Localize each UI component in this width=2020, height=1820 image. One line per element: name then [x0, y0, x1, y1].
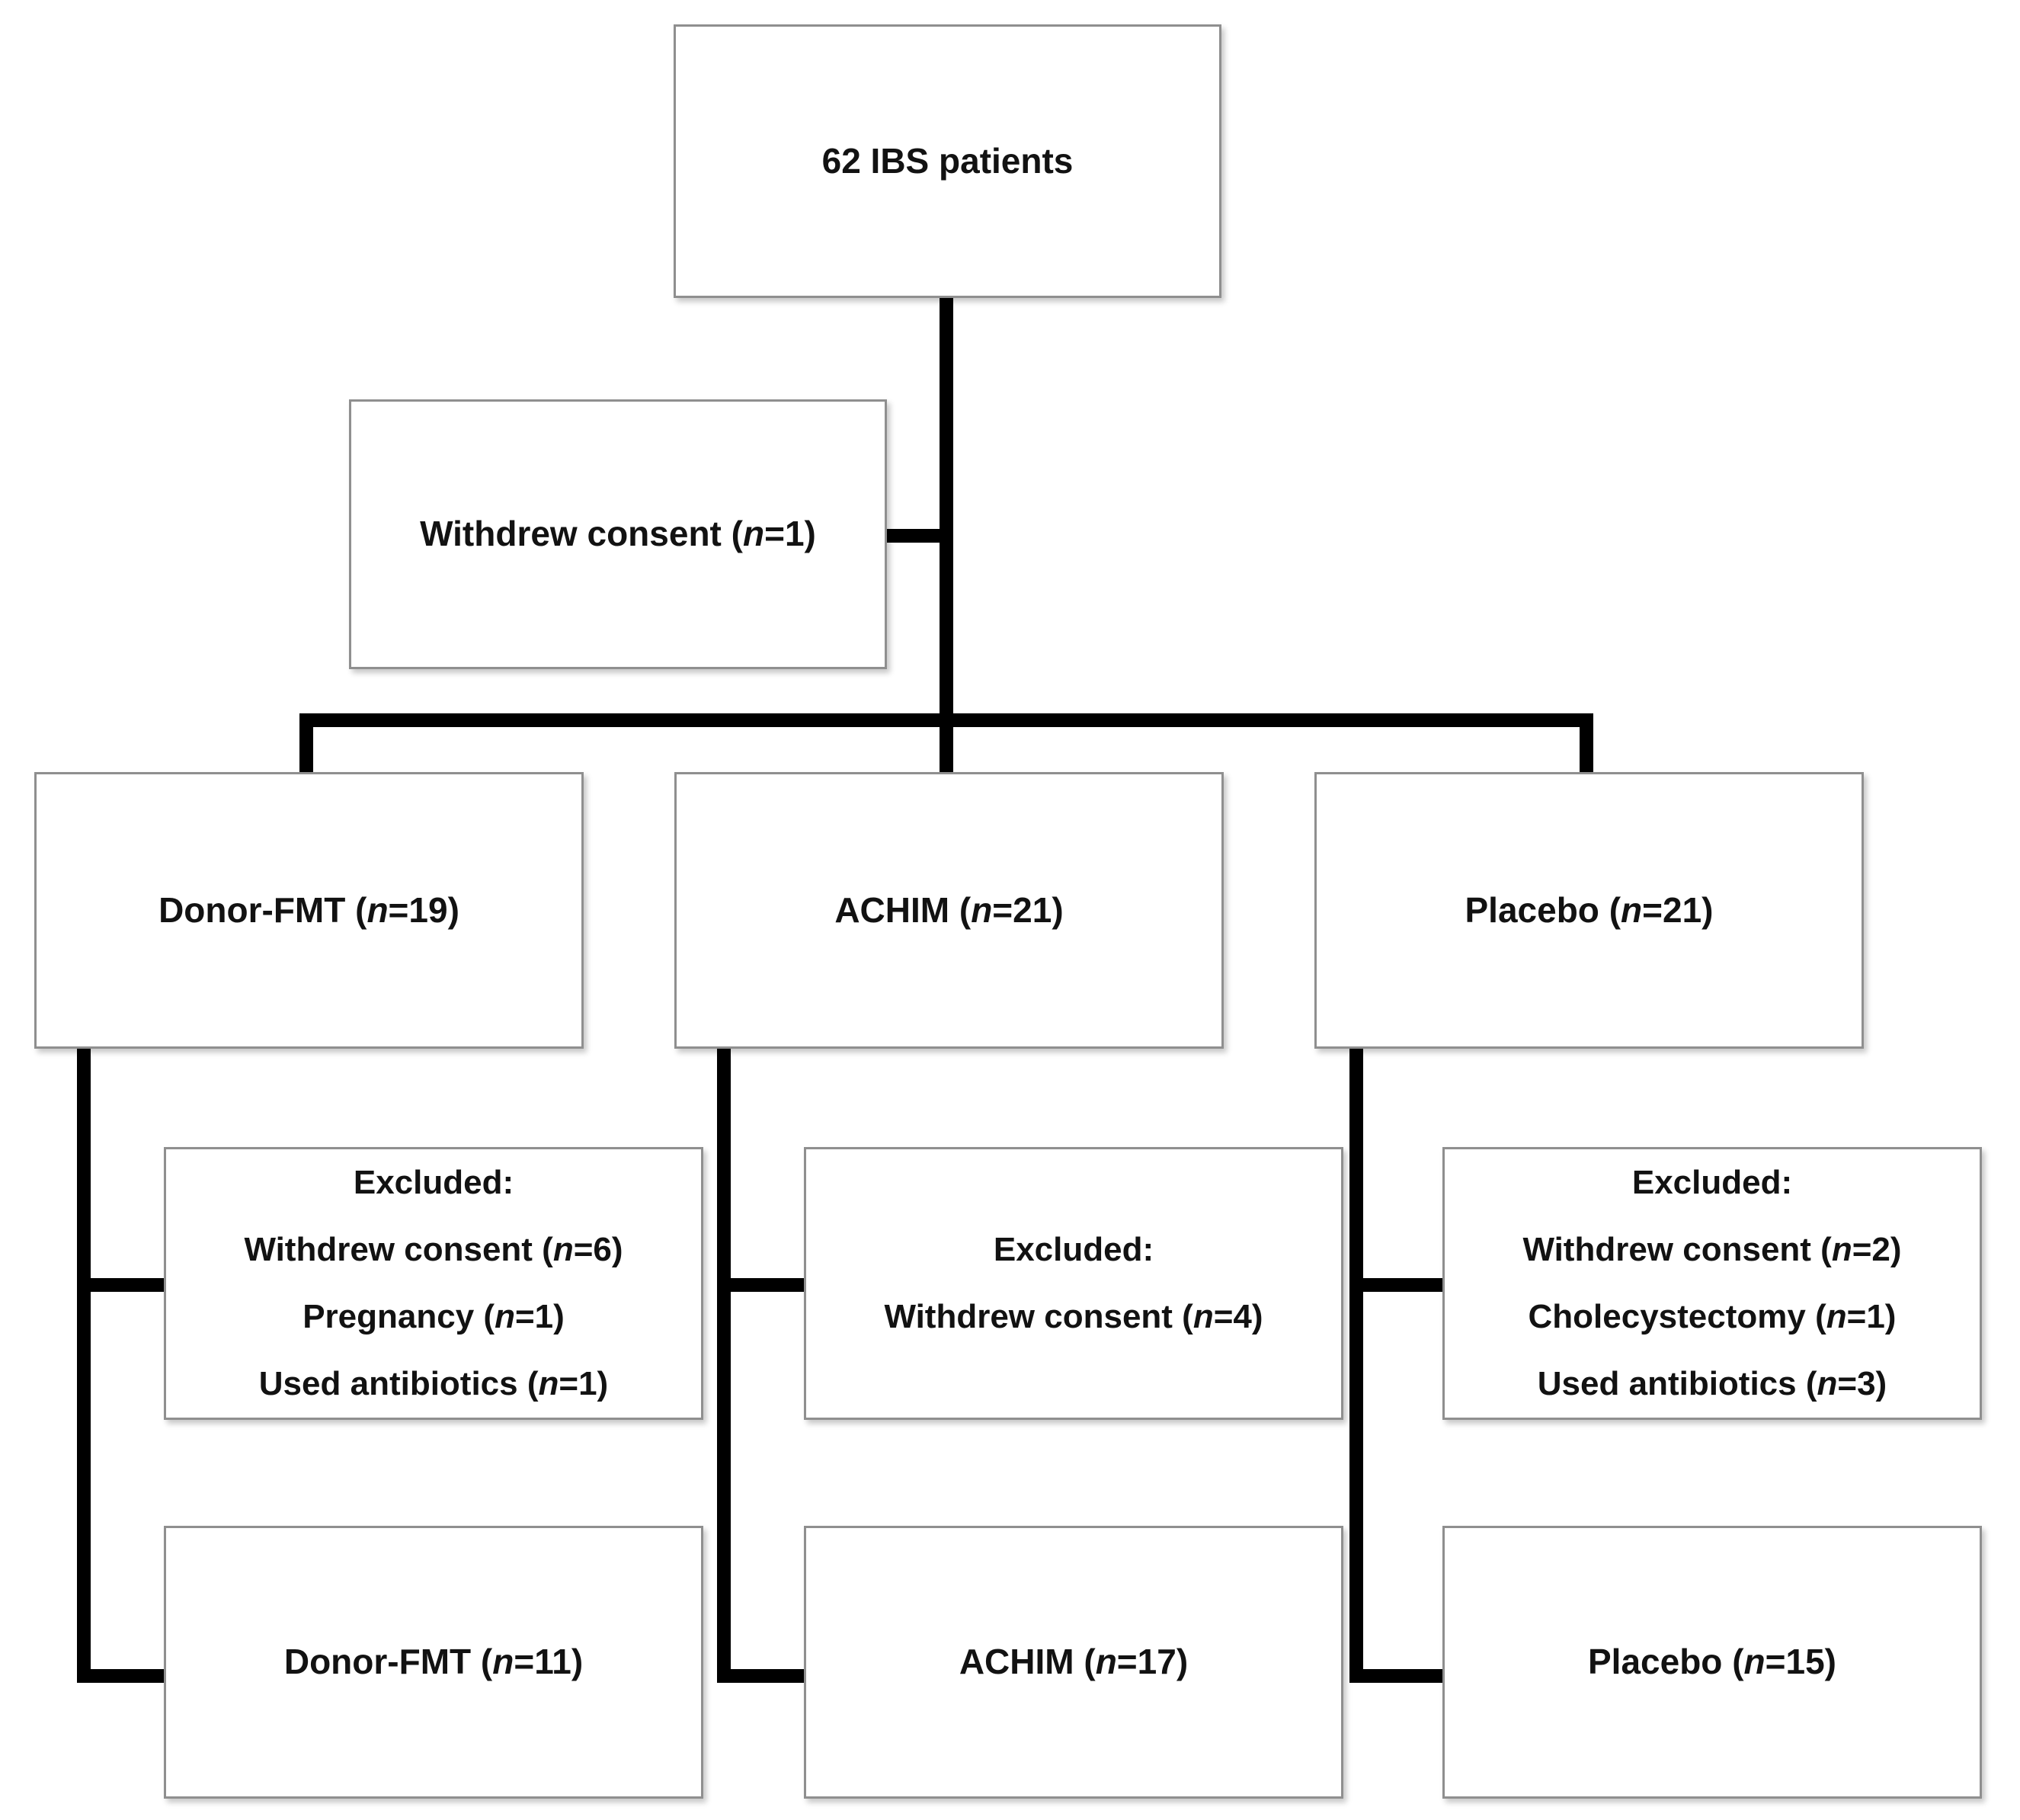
connector-withdrew-stub — [881, 529, 946, 543]
box-final-donor-fmt: Donor-FMT (n=11) — [164, 1526, 703, 1799]
label-text: Pregnancy ( — [303, 1298, 495, 1335]
connector-excluded-stub-achim — [717, 1278, 807, 1292]
box-label: 62 IBS patients — [822, 139, 1074, 184]
label-n-italic: n — [1192, 1298, 1214, 1335]
label-text: Withdrew consent ( — [884, 1298, 1193, 1335]
exclusion-reason: Cholecystectomy (n=1) — [1529, 1283, 1897, 1351]
label-n-italic: n — [1621, 889, 1643, 930]
box-label: Donor-FMT (n=19) — [158, 888, 459, 934]
label-n-italic: n — [1826, 1298, 1847, 1335]
box-arm-placebo: Placebo (n=21) — [1314, 772, 1864, 1049]
label-n-italic: n — [1743, 1642, 1765, 1682]
label-text: Donor-FMT ( — [158, 889, 367, 930]
connector-drop-placebo — [1580, 713, 1593, 774]
label-text: =2) — [1852, 1231, 1902, 1268]
box-label: ACHIM (n=17) — [959, 1639, 1188, 1685]
label-n-italic: n — [742, 514, 765, 554]
label-n-italic: n — [552, 1231, 574, 1268]
label-n-italic: n — [971, 889, 993, 930]
exclusion-reason: Used antibiotics (n=1) — [259, 1351, 608, 1418]
label-text: Cholecystectomy ( — [1528, 1298, 1826, 1335]
label-text: 62 IBS patients — [821, 140, 1074, 181]
label-text: =21) — [1642, 889, 1714, 930]
exclusion-title: Excluded: — [354, 1149, 514, 1216]
box-final-placebo: Placebo (n=15) — [1442, 1526, 1982, 1799]
label-text: Donor-FMT ( — [283, 1642, 493, 1682]
connector-top-vertical — [940, 292, 953, 774]
label-text: Placebo ( — [1588, 1642, 1744, 1682]
exclusion-reason: Used antibiotics (n=3) — [1538, 1351, 1887, 1418]
box-arm-achim: ACHIM (n=21) — [674, 772, 1224, 1049]
label-text: =3) — [1837, 1365, 1887, 1402]
connector-final-stub-achim — [717, 1669, 807, 1683]
exclusion-reason: Withdrew consent (n=2) — [1522, 1216, 1901, 1283]
label-text: Withdrew consent ( — [420, 514, 743, 554]
box-arm-donor-fmt: Donor-FMT (n=19) — [34, 772, 584, 1049]
box-excluded-placebo: Excluded: Withdrew consent (n=2) Cholecy… — [1442, 1147, 1982, 1420]
label-text: =21) — [992, 889, 1064, 930]
label-text: =17) — [1116, 1642, 1189, 1682]
exclusion-title: Excluded: — [1632, 1149, 1792, 1216]
connector-stem-placebo — [1349, 1043, 1363, 1683]
label-text: =1) — [1846, 1298, 1897, 1335]
connector-final-stub-donor-fmt — [77, 1669, 167, 1683]
label-text: Excluded: — [993, 1231, 1154, 1268]
box-label: Placebo (n=21) — [1465, 888, 1714, 934]
exclusion-title: Excluded: — [994, 1216, 1154, 1283]
label-n-italic: n — [1831, 1231, 1852, 1268]
connector-excluded-stub-donor-fmt — [77, 1278, 167, 1292]
label-text: Withdrew consent ( — [244, 1231, 553, 1268]
box-total-patients: 62 IBS patients — [674, 24, 1221, 298]
label-text: Used antibiotics ( — [1537, 1365, 1817, 1402]
label-text: ACHIM ( — [834, 889, 972, 930]
box-label: Withdrew consent (n=1) — [420, 511, 816, 557]
connector-distribution-bar — [299, 713, 1593, 727]
connector-excluded-stub-placebo — [1349, 1278, 1445, 1292]
label-text: =19) — [388, 889, 459, 930]
box-excluded-donor-fmt: Excluded: Withdrew consent (n=6) Pregnan… — [164, 1147, 703, 1420]
label-text: Excluded: — [1631, 1164, 1793, 1201]
label-n-italic: n — [538, 1365, 559, 1402]
label-text: Placebo ( — [1465, 889, 1621, 930]
label-text: =4) — [1213, 1298, 1263, 1335]
label-text: =1) — [764, 514, 816, 554]
box-label: ACHIM (n=21) — [834, 888, 1063, 934]
box-label: Donor-FMT (n=11) — [284, 1639, 583, 1685]
box-final-achim: ACHIM (n=17) — [804, 1526, 1343, 1799]
connector-stem-achim — [717, 1043, 731, 1683]
label-text: =1) — [514, 1298, 565, 1335]
label-text: =15) — [1765, 1642, 1836, 1682]
exclusion-reason: Pregnancy (n=1) — [303, 1283, 565, 1351]
label-text: Withdrew consent ( — [1522, 1231, 1832, 1268]
label-n-italic: n — [1095, 1642, 1117, 1682]
label-n-italic: n — [492, 1642, 514, 1682]
box-excluded-achim: Excluded: Withdrew consent (n=4) — [804, 1147, 1343, 1420]
label-n-italic: n — [495, 1298, 515, 1335]
label-text: =11) — [514, 1642, 584, 1682]
connector-stem-donor-fmt — [77, 1043, 91, 1683]
label-n-italic: n — [367, 889, 389, 930]
label-text: Excluded: — [353, 1164, 514, 1201]
box-withdrew-consent: Withdrew consent (n=1) — [349, 399, 887, 669]
box-label: Placebo (n=15) — [1588, 1639, 1836, 1685]
label-n-italic: n — [1817, 1365, 1838, 1402]
exclusion-reason: Withdrew consent (n=4) — [884, 1283, 1263, 1351]
connector-final-stub-placebo — [1349, 1669, 1445, 1683]
label-text: ACHIM ( — [959, 1642, 1096, 1682]
exclusion-reason: Withdrew consent (n=6) — [244, 1216, 623, 1283]
label-text: Used antibiotics ( — [258, 1365, 539, 1402]
label-text: =6) — [573, 1231, 623, 1268]
label-text: =1) — [559, 1365, 609, 1402]
connector-drop-donor-fmt — [299, 713, 313, 774]
